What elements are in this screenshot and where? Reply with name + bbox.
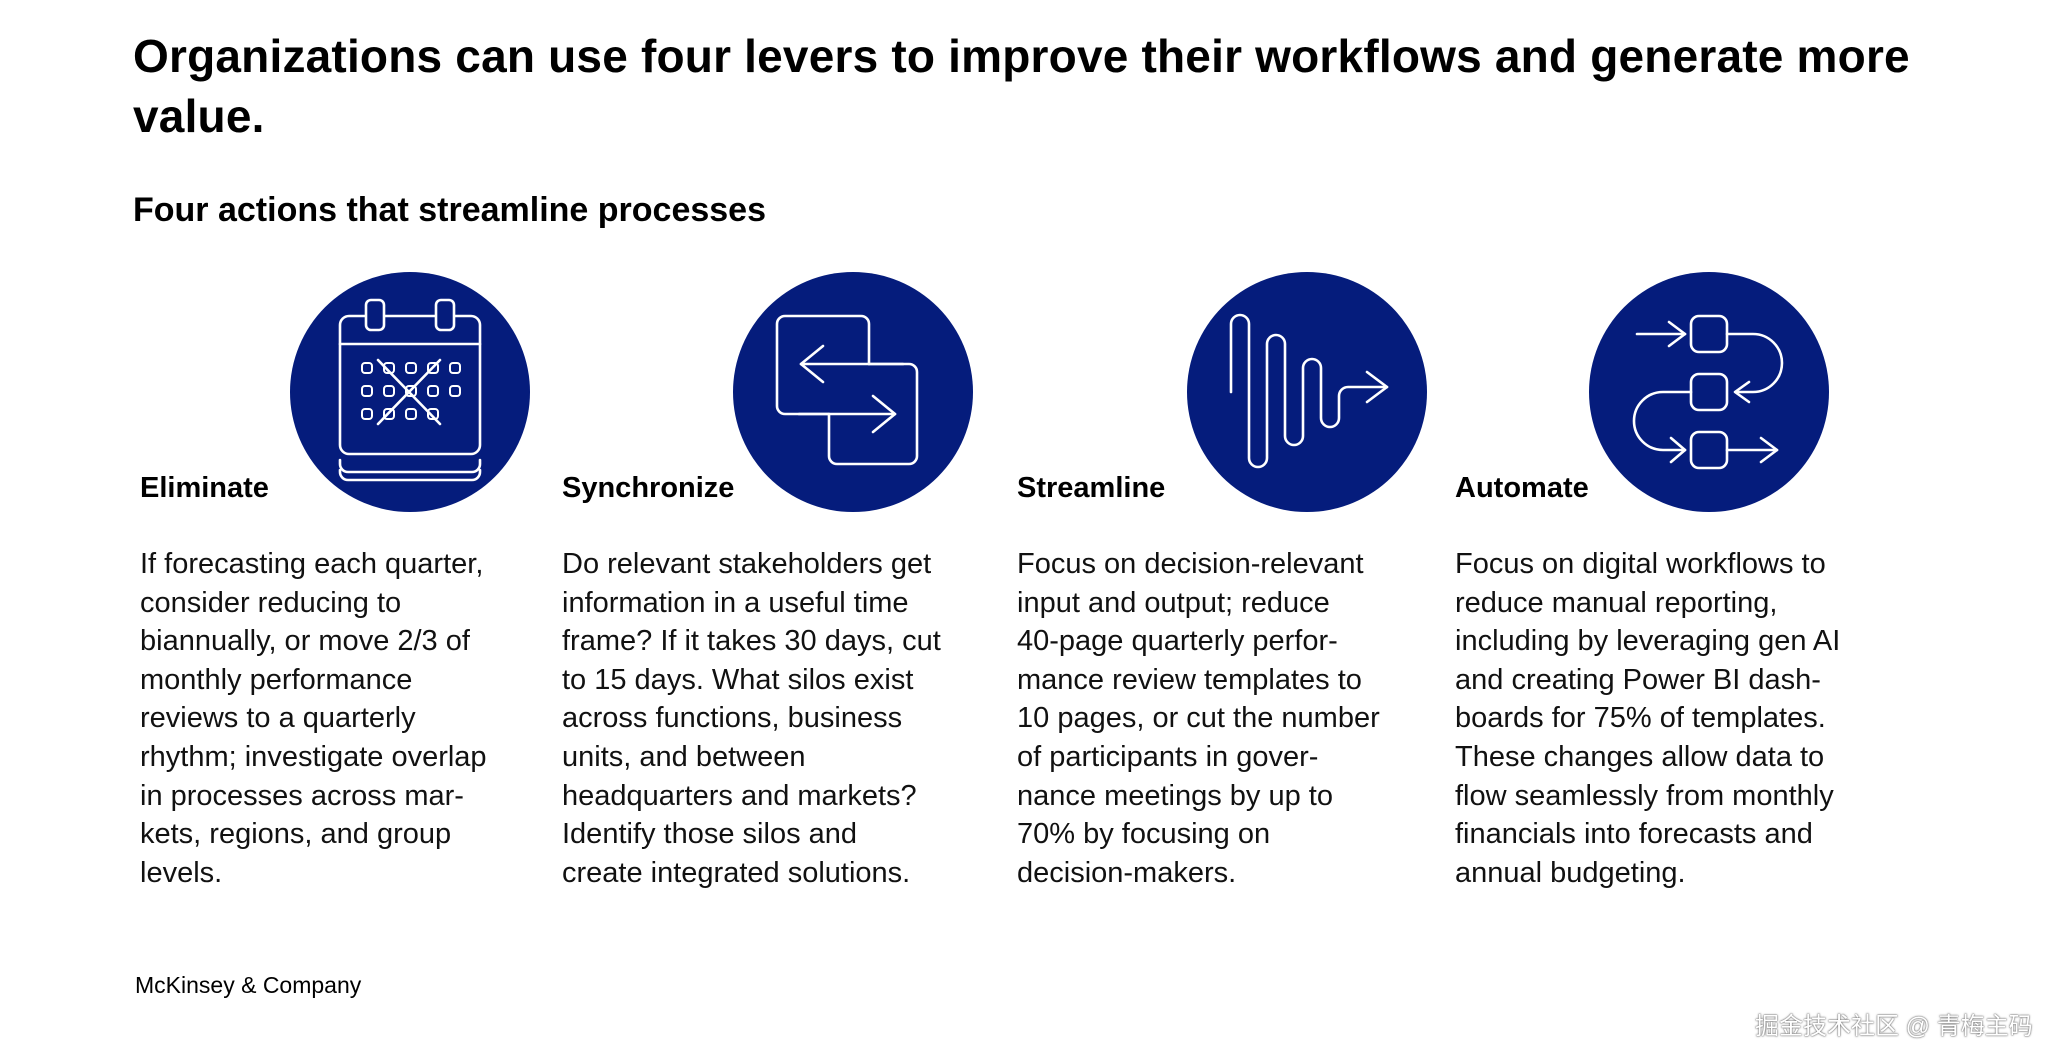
lever-text-eliminate: If forecasting each quarter, consider re… bbox=[140, 548, 487, 889]
lever-text-streamline: Focus on decision-relevant input and out… bbox=[1017, 548, 1380, 889]
streamline-wave-icon bbox=[1229, 313, 1389, 469]
eliminate-circle bbox=[290, 272, 530, 512]
source-credit: McKinsey & Company bbox=[135, 972, 362, 998]
page-title: Organizations can use four levers to imp… bbox=[133, 30, 1910, 142]
streamline-circle bbox=[1187, 272, 1427, 512]
lever-name-synchronize: Synchronize bbox=[562, 472, 735, 504]
sync-arrows-icon bbox=[775, 314, 919, 466]
watermark: 掘金技术社区 @ 青梅主码 bbox=[1755, 1013, 2033, 1040]
lever-name-eliminate: Eliminate bbox=[140, 472, 269, 504]
calendar-x-icon bbox=[338, 298, 482, 482]
lever-name-streamline: Streamline bbox=[1017, 472, 1166, 504]
lever-text-synchronize: Do relevant stakeholders get information… bbox=[562, 548, 941, 889]
automate-flow-icon bbox=[1632, 314, 1784, 470]
lever-text-automate: Focus on digital workflows to reduce man… bbox=[1455, 548, 1841, 889]
page-subtitle: Four actions that streamline processes bbox=[133, 191, 766, 229]
lever-name-automate: Automate bbox=[1455, 472, 1589, 504]
automate-circle bbox=[1589, 272, 1829, 512]
synchronize-circle bbox=[733, 272, 973, 512]
